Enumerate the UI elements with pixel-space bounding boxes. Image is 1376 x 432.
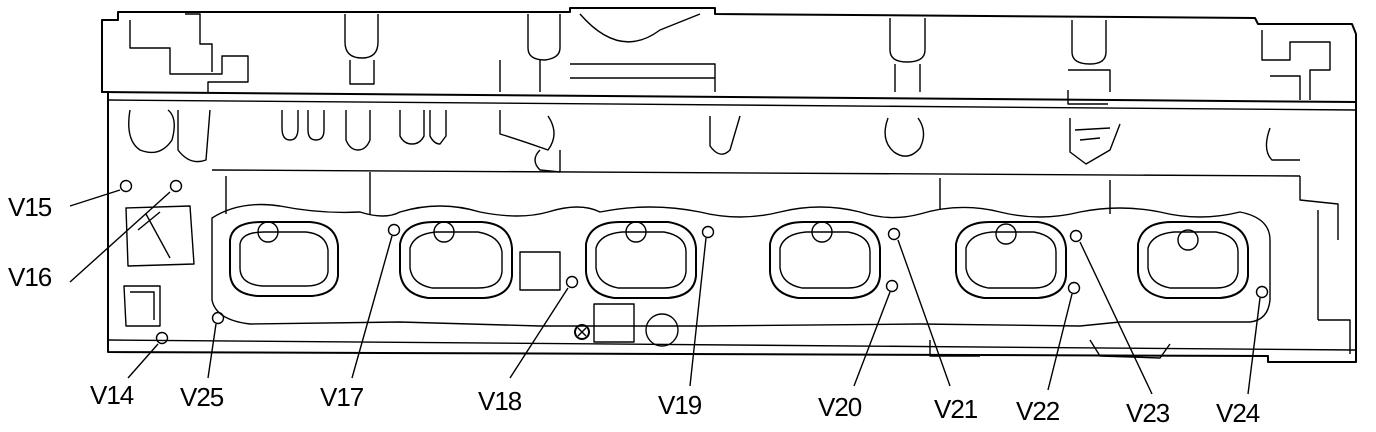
port-1 [229,221,339,297]
port-flange [211,203,1271,327]
port-6 [1137,221,1249,299]
label-v14: V14 [90,380,134,410]
valve-labels: V15 V16 V14 V25 V17 V18 V19 V20 V21 V22 … [8,192,1261,428]
bolt-hole-v16 [169,179,183,193]
label-v20: V20 [818,392,862,422]
label-v17: V17 [320,382,364,412]
port-2 [399,221,513,299]
bolt-hole-v18 [565,275,579,289]
port-3 [585,221,697,299]
bolt-hole-v14 [155,331,169,345]
bolt-hole-v24 [1255,285,1269,299]
bolt-hole-v15 [119,179,133,193]
label-v25: V25 [180,382,224,412]
bolt-hole-v17 [387,223,401,237]
lower-details [123,205,1351,359]
port-4 [769,221,881,299]
label-v18: V18 [478,386,522,416]
bolt-hole-v23 [1069,229,1083,243]
leader-lines [69,189,1261,395]
label-v19: V19 [658,390,702,420]
cam-housing-details [129,13,1331,105]
bolt-hole-v20 [885,279,899,293]
label-v15: V15 [8,192,52,222]
label-v24: V24 [1216,398,1260,428]
label-v23: V23 [1126,398,1170,428]
bolt-hole-v21 [887,227,901,241]
middle-rail-details [128,109,1339,320]
bolt-hole-v22 [1067,281,1081,295]
label-v16: V16 [8,262,52,292]
port-5 [955,221,1067,299]
bolt-hole-v19 [701,225,715,239]
head-body [101,7,1357,363]
label-v21: V21 [934,394,978,424]
bolt-hole-v25 [211,311,225,325]
label-v22: V22 [1016,396,1060,426]
bolt-holes [119,179,1269,345]
